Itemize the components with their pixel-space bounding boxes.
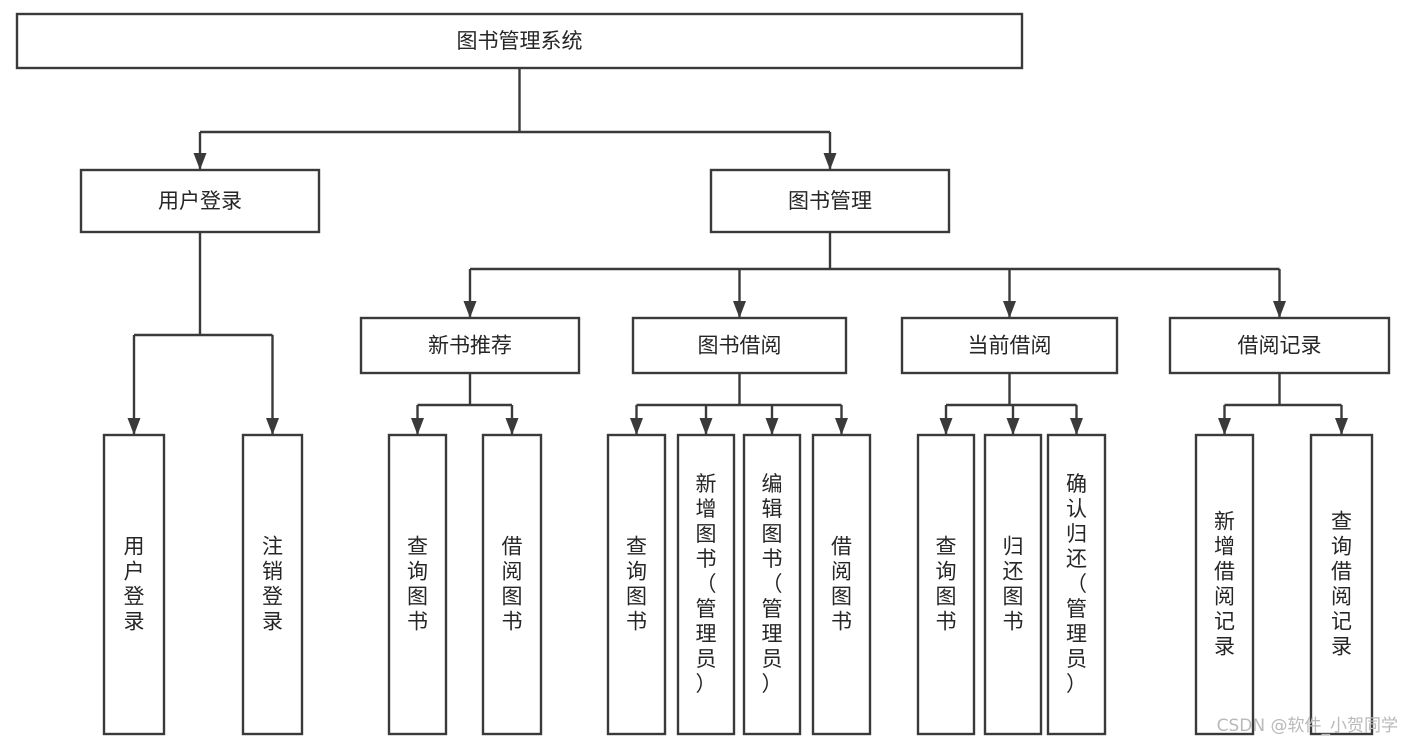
node-book-manage[interactable]: 图书管理 bbox=[709, 168, 951, 234]
node-leaf-borrow-book-1[interactable]: 借阅图书 bbox=[481, 433, 543, 736]
node-label-user-login: 用户登录 bbox=[158, 189, 242, 213]
node-borrow-record[interactable]: 借阅记录 bbox=[1168, 316, 1391, 375]
node-label-leaf-edit-book-admin: 编辑图书（管理员） bbox=[762, 472, 783, 696]
node-label-book-manage: 图书管理 bbox=[788, 189, 872, 213]
node-box-leaf-query-book-2 bbox=[606, 433, 667, 736]
node-label-leaf-add-book-admin: 新增图书（管理员） bbox=[696, 472, 717, 696]
node-box-leaf-add-borrow-record bbox=[1194, 433, 1255, 736]
node-box-leaf-return-book bbox=[983, 433, 1043, 736]
node-book-borrow[interactable]: 图书借阅 bbox=[631, 316, 848, 375]
node-label-leaf-add-borrow-record: 新增借阅记录 bbox=[1214, 510, 1235, 659]
nodes-layer: 图书管理系统用户登录图书管理新书推荐图书借阅当前借阅借阅记录用户登录注销登录查询… bbox=[15, 12, 1391, 736]
node-label-leaf-query-book-3: 查询图书 bbox=[936, 535, 957, 634]
node-box-new-book-recommend bbox=[359, 316, 581, 375]
node-label-root: 图书管理系统 bbox=[457, 29, 583, 53]
node-box-leaf-query-book-1 bbox=[387, 433, 448, 736]
node-leaf-logout[interactable]: 注销登录 bbox=[241, 433, 304, 736]
connectors-layer bbox=[127, 68, 1348, 435]
node-leaf-query-book-3[interactable]: 查询图书 bbox=[916, 433, 976, 736]
node-label-leaf-borrow-book-1: 借阅图书 bbox=[502, 535, 523, 634]
node-leaf-add-borrow-record[interactable]: 新增借阅记录 bbox=[1194, 433, 1255, 736]
node-label-leaf-query-borrow-record: 查询借阅记录 bbox=[1331, 510, 1352, 659]
node-label-borrow-record: 借阅记录 bbox=[1238, 334, 1322, 358]
arrow-head-icon-book-borrow bbox=[733, 301, 746, 318]
node-box-user-login bbox=[79, 168, 321, 234]
node-box-leaf-confirm-return-admin bbox=[1046, 433, 1107, 736]
arrow-head-icon-leaf-add-book-admin bbox=[699, 418, 713, 435]
node-box-leaf-logout bbox=[241, 433, 304, 736]
arrow-head-icon-leaf-confirm-return-admin bbox=[1070, 418, 1083, 435]
node-label-new-book-recommend: 新书推荐 bbox=[428, 334, 512, 358]
node-box-leaf-user-login bbox=[102, 433, 166, 736]
node-box-leaf-borrow-book-2 bbox=[811, 433, 872, 736]
arrow-head-icon-leaf-return-book bbox=[1006, 418, 1020, 435]
arrow-head-icon-new-book-recommend bbox=[463, 301, 477, 318]
arrow-head-icon-book-manage bbox=[823, 153, 837, 170]
node-box-current-borrow bbox=[900, 316, 1119, 375]
arrow-head-icon-leaf-logout bbox=[266, 418, 279, 435]
node-current-borrow[interactable]: 当前借阅 bbox=[900, 316, 1119, 375]
node-label-leaf-user-login: 用户登录 bbox=[124, 535, 145, 634]
node-new-book-recommend[interactable]: 新书推荐 bbox=[359, 316, 581, 375]
arrow-head-icon-user-login bbox=[193, 153, 207, 170]
node-box-borrow-record bbox=[1168, 316, 1391, 375]
arrow-head-icon-leaf-borrow-book-2 bbox=[835, 418, 848, 435]
node-leaf-user-login[interactable]: 用户登录 bbox=[102, 433, 166, 736]
arrow-head-icon-borrow-record bbox=[1273, 301, 1286, 318]
arrow-head-icon-leaf-query-borrow-record bbox=[1335, 418, 1348, 435]
csdn-watermark: CSDN @软件_小贺同学 bbox=[1217, 716, 1398, 736]
node-label-leaf-borrow-book-2: 借阅图书 bbox=[831, 535, 852, 634]
arrow-head-icon-leaf-borrow-book-1 bbox=[505, 418, 519, 435]
node-box-leaf-query-book-3 bbox=[916, 433, 976, 736]
node-user-login[interactable]: 用户登录 bbox=[79, 168, 321, 234]
node-label-book-borrow: 图书借阅 bbox=[698, 334, 782, 358]
node-label-leaf-return-book: 归还图书 bbox=[1003, 535, 1024, 634]
node-box-root bbox=[15, 12, 1024, 70]
arrow-head-icon-leaf-query-book-3 bbox=[939, 418, 953, 435]
node-leaf-confirm-return-admin[interactable]: 确认归还（管理员） bbox=[1046, 433, 1107, 736]
node-leaf-query-borrow-record[interactable]: 查询借阅记录 bbox=[1309, 433, 1374, 736]
arrow-head-icon-leaf-query-book-2 bbox=[630, 418, 643, 435]
node-label-leaf-logout: 注销登录 bbox=[262, 535, 283, 634]
arrow-head-icon-leaf-edit-book-admin bbox=[765, 418, 779, 435]
node-box-leaf-borrow-book-1 bbox=[481, 433, 543, 736]
node-label-leaf-confirm-return-admin: 确认归还（管理员） bbox=[1066, 472, 1087, 696]
node-label-leaf-query-book-1: 查询图书 bbox=[407, 535, 428, 634]
node-leaf-edit-book-admin[interactable]: 编辑图书（管理员） bbox=[742, 433, 802, 736]
node-label-current-borrow: 当前借阅 bbox=[968, 334, 1052, 358]
arrow-head-icon-leaf-query-book-1 bbox=[411, 418, 424, 435]
node-leaf-query-book-2[interactable]: 查询图书 bbox=[606, 433, 667, 736]
arrow-head-icon-leaf-user-login bbox=[127, 418, 141, 435]
node-box-book-borrow bbox=[631, 316, 848, 375]
node-label-leaf-query-book-2: 查询图书 bbox=[626, 535, 647, 634]
node-box-leaf-add-book-admin bbox=[676, 433, 736, 736]
arrow-head-icon-current-borrow bbox=[1003, 301, 1016, 318]
node-box-book-manage bbox=[709, 168, 951, 234]
arrow-head-icon-leaf-add-borrow-record bbox=[1218, 418, 1231, 435]
node-leaf-add-book-admin[interactable]: 新增图书（管理员） bbox=[676, 433, 736, 736]
node-leaf-borrow-book-2[interactable]: 借阅图书 bbox=[811, 433, 872, 736]
node-leaf-query-book-1[interactable]: 查询图书 bbox=[387, 433, 448, 736]
node-box-leaf-edit-book-admin bbox=[742, 433, 802, 736]
node-root[interactable]: 图书管理系统 bbox=[15, 12, 1024, 70]
node-leaf-return-book[interactable]: 归还图书 bbox=[983, 433, 1043, 736]
node-box-leaf-query-borrow-record bbox=[1309, 433, 1374, 736]
